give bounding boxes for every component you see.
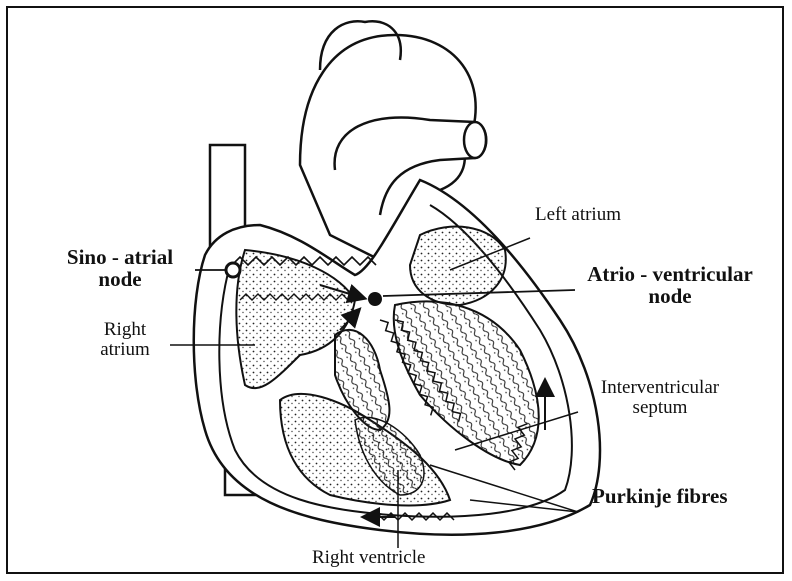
label-left-atrium: Left atrium: [535, 205, 621, 225]
label-sa-node: Sino - atrial node: [50, 246, 190, 290]
av-node-marker: [368, 292, 382, 306]
label-purkinje-fibres: Purkinje fibres: [592, 485, 728, 507]
sa-node-marker: [226, 263, 240, 277]
label-av-node-line2: node: [570, 285, 770, 307]
label-right-atrium: Right atrium: [85, 320, 165, 360]
label-av-node-line1: Atrio - ventricular: [570, 263, 770, 285]
label-right-atrium-line2: atrium: [85, 340, 165, 360]
label-septum-line2: septum: [585, 398, 735, 418]
label-right-atrium-line1: Right: [85, 320, 165, 340]
label-interventricular-septum: Interventricular septum: [585, 378, 735, 418]
label-septum-line1: Interventricular: [585, 378, 735, 398]
label-right-ventricle: Right ventricle: [312, 548, 425, 568]
label-sa-node-line1: Sino - atrial: [50, 246, 190, 268]
label-av-node: Atrio - ventricular node: [570, 263, 770, 307]
label-sa-node-line2: node: [50, 268, 190, 290]
